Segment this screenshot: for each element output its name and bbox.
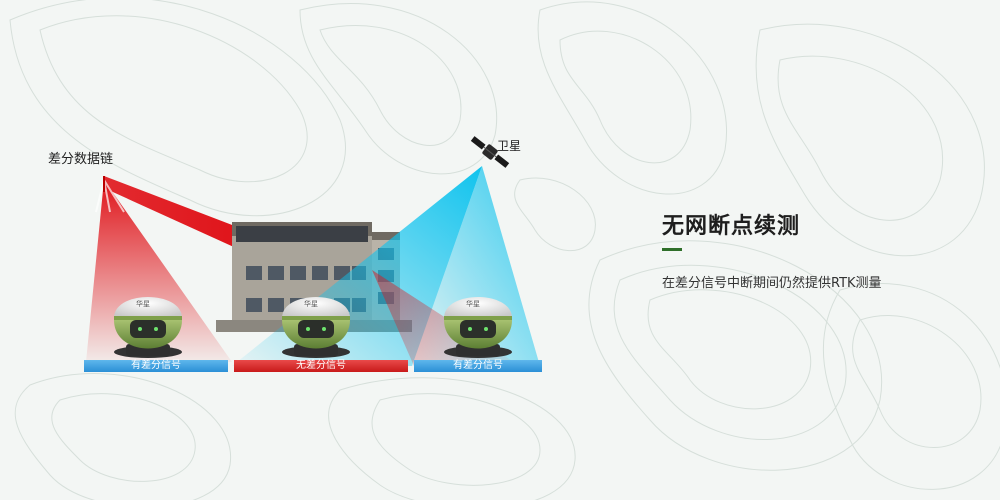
satellite-label: 卫星	[497, 139, 522, 153]
satellite-icon	[470, 136, 510, 168]
data-link-label: 差分数据链	[48, 152, 114, 167]
red-beam-building	[104, 176, 240, 248]
receiver-brand-right: 华星	[466, 300, 480, 308]
feature-title: 无网断点续测	[662, 214, 801, 239]
status-bar-right: 有差分信号	[414, 360, 542, 372]
title-accent-line	[662, 248, 682, 251]
contour-lines	[9, 0, 1000, 500]
receiver-brand-middle: 华星	[304, 300, 318, 308]
feature-subtitle: 在差分信号中断期间仍然提供RTK测量	[662, 276, 882, 291]
gnss-receiver-icon	[114, 297, 512, 358]
receiver-brand-left: 华星	[136, 300, 150, 308]
status-bar-left: 有差分信号	[84, 360, 228, 372]
status-bar-middle: 无差分信号	[234, 360, 408, 372]
